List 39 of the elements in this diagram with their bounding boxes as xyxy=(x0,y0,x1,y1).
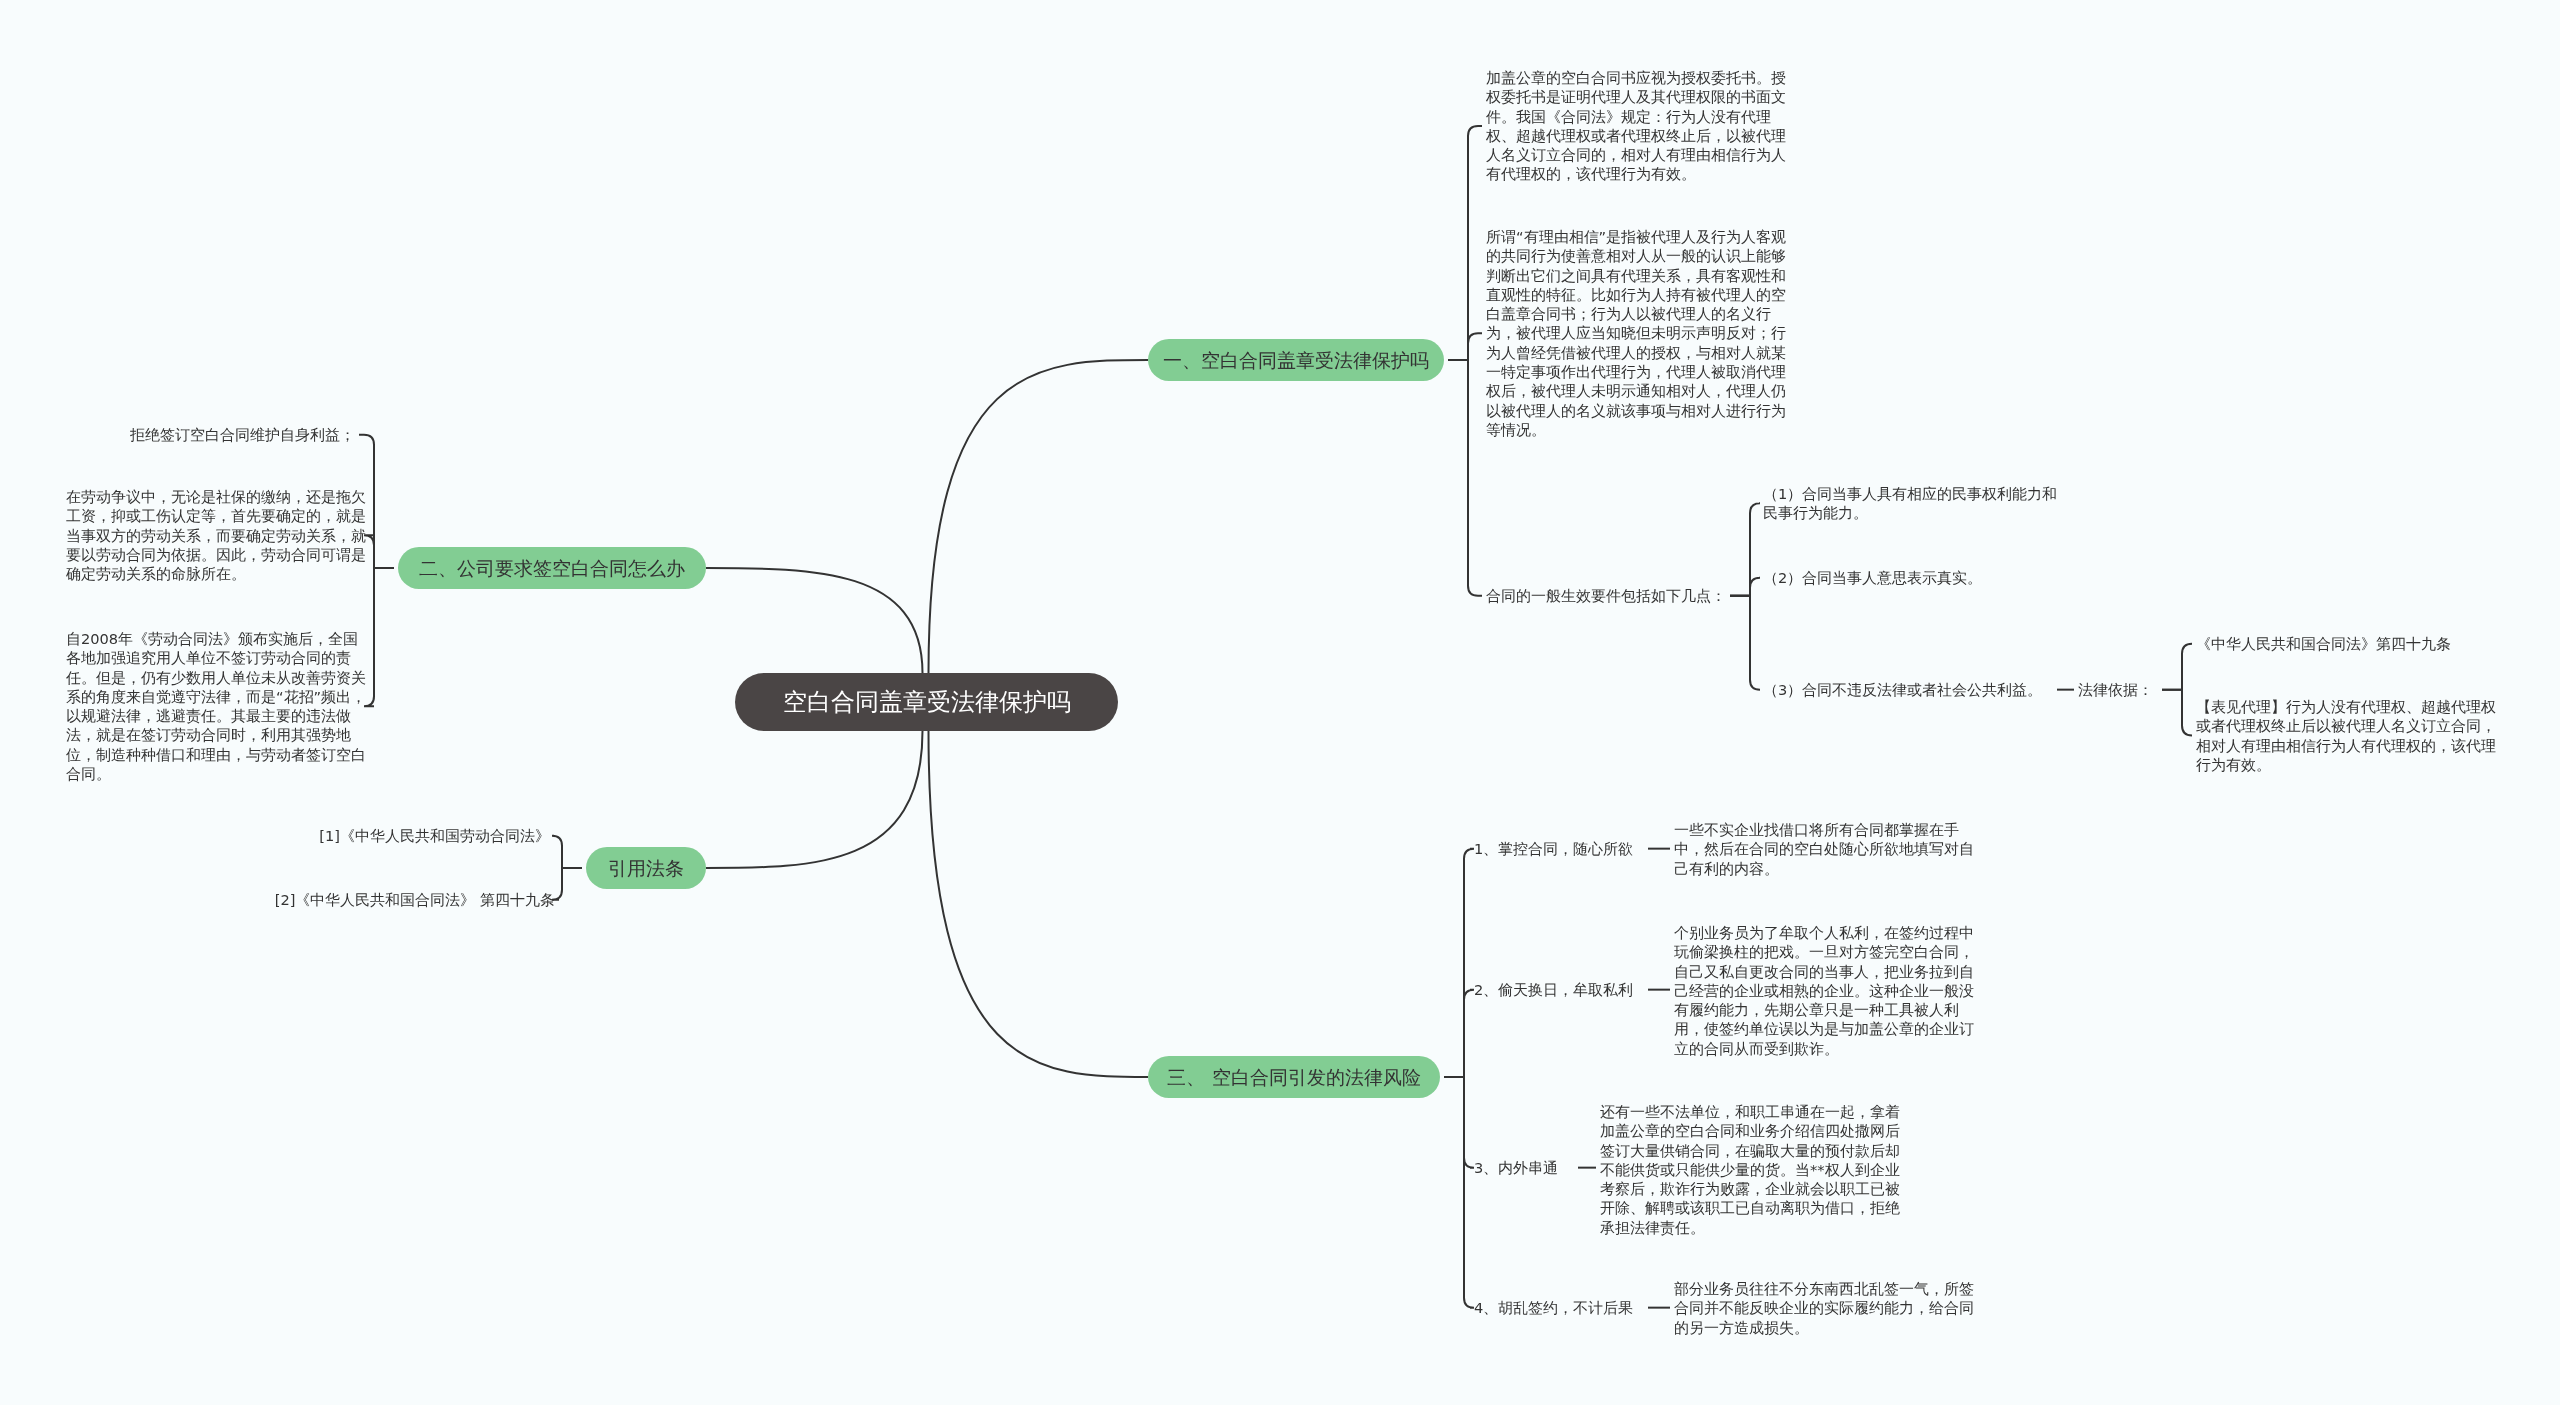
connector-line xyxy=(705,567,924,674)
text-note: 法律依据： xyxy=(2078,680,2158,700)
connector-line xyxy=(2056,688,2075,691)
text-note: （2）合同当事人意思表示真实。 xyxy=(1763,568,2003,588)
topic-pill: 三、 空白合同引发的法律风险 xyxy=(1148,1056,1440,1098)
text-note: 4、胡乱签约，不计后果 xyxy=(1474,1298,1644,1318)
connector-line xyxy=(927,359,1149,674)
text-note: 个别业务员为了牟取个人私利，在签约过程中玩偷梁换柱的把戏。一旦对方签完空白合同，自己又私自更改合同的当事人，把业务拉到自己经营的企业或相熟的企业。这种企业一般没有履约能力，先期公章只是一种工具被人利用，使签约单位误以为是与加盖公章的企业订立的合同从而受到欺诈。 xyxy=(1674,923,1978,1059)
connector-line xyxy=(1647,988,1671,991)
connector-line xyxy=(1729,594,1761,691)
text-note: 《中华人民共和国合同法》第四十九条 xyxy=(2196,634,2476,654)
connector-line xyxy=(2161,688,2193,737)
text-note: 【表见代理】行为人没有代理权、超越代理权或者代理权终止后以被代理人名义订立合同，相对人有理由相信行为人有代理权的，该代理行为有效。 xyxy=(2196,697,2500,775)
connector-line xyxy=(1647,1306,1671,1309)
connector-line xyxy=(927,730,1149,1078)
connector-line xyxy=(1577,1166,1597,1169)
text-note: 所谓“有理由相信”是指被代理人及行为人客观的共同行为使善意相对人从一般的认识上能够判断出它们之间具有代理关系，具有客观性和直观性的特征。比如行为人持有被代理人的空白盖章合同书；行为人以被代理人的名义行为，被代理人应当知晓但未明示声明反对；行为人曾经凭借被代理人的授权，与相对人就某一特定事项作出代理行为，代理人被取消代理权后，被代理人未明示通知相对人，代理人仍以被代理人的名义就该事项与相对人进行行为等情况。 xyxy=(1486,227,1790,440)
text-note: [1]《中华人民共和国劳动合同法》 xyxy=(250,826,550,846)
topic-pill: 一、空白合同盖章受法律保护吗 xyxy=(1148,339,1444,381)
text-note: 1、掌控合同，随心所欲 xyxy=(1474,839,1644,859)
topic-pill: 二、公司要求签空白合同怎么办 xyxy=(398,547,706,589)
text-note: 2、偷天换日，牟取私利 xyxy=(1474,980,1644,1000)
text-note: 还有一些不法单位，和职工串通在一起，拿着加盖公章的空白合同和业务介绍信四处撒网后签订大量供销合同，在骗取大量的预付款后却不能供货或只能供少量的货。当**权人到企业考察后，欺诈行为败露，企业就会以职工已被开除、解聘或该职工已自动离职为借口，拒绝承担法律责任。 xyxy=(1600,1102,1904,1238)
text-note: 部分业务员往往不分东南西北乱签一气，所签合同并不能反映企业的实际履约能力，给合同的另一方造成损失。 xyxy=(1674,1279,1978,1337)
central-topic: 空白合同盖章受法律保护吗 xyxy=(735,673,1118,731)
topic-pill: 引用法条 xyxy=(586,847,706,889)
text-note: 在劳动争议中，无论是社保的缴纳，还是拖欠工资，抑或工伤认定等，首先要确定的，就是当事双方的劳动关系，而要确定劳动关系，就要以劳动合同为依据。因此，劳动合同可谓是确定劳动关系的命脉所在。 xyxy=(66,487,370,584)
connector-line xyxy=(1647,847,1671,850)
text-note: （1）合同当事人具有相应的民事权利能力和民事行为能力。 xyxy=(1763,484,2063,523)
text-note: 拒绝签订空白合同维护自身利益； xyxy=(90,425,355,445)
text-note: 合同的一般生效要件包括如下几点： xyxy=(1486,586,1726,606)
text-note: 自2008年《劳动合同法》颁布实施后，全国各地加强追究用人单位不签订劳动合同的责任。但是，仍有少数用人单位未从改善劳资关系的角度来自觉遵守法律，而是“花招”频出，以规避法律，逃避责任。其最主要的违法做法，就是在签订劳动合同时，利用其强势地位，制造种种借口和理由，与劳动者签订空白合同。 xyxy=(66,629,370,784)
text-note: [2]《中华人民共和国合同法》 第四十九条 xyxy=(230,890,555,910)
connector-line xyxy=(705,730,924,869)
text-note: 3、内外串通 xyxy=(1474,1158,1574,1178)
text-note: （3）合同不违反法律或者社会公共利益。 xyxy=(1763,680,2053,700)
text-note: 一些不实企业找借口将所有合同都掌握在手中，然后在合同的空白处随心所欲地填写对自己有利的内容。 xyxy=(1674,820,1978,878)
connector-line xyxy=(551,867,583,901)
text-note: 加盖公章的空白合同书应视为授权委托书。授权委托书是证明代理人及其代理权限的书面文件。我国《合同法》规定：行为人没有代理权、超越代理权或者代理权终止后，以被代理人名义订立合同的，相对人有理由相信行为人有代理权的，该代理行为有效。 xyxy=(1486,68,1790,184)
